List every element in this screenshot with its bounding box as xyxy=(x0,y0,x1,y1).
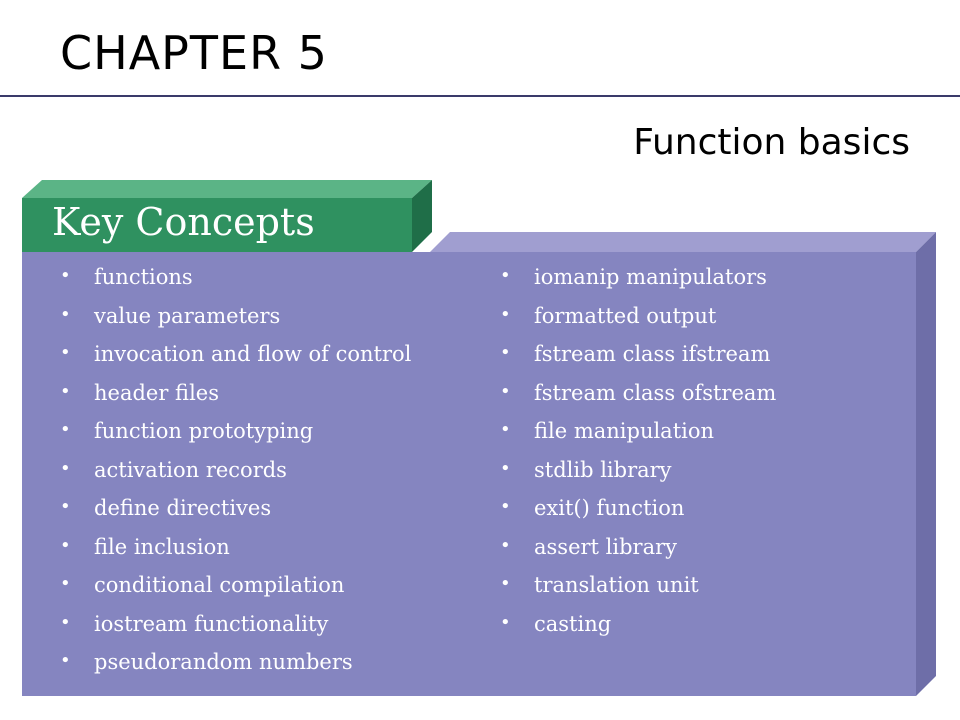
chapter-title: CHAPTER 5 xyxy=(60,26,328,80)
bullet-icon: • xyxy=(500,457,511,479)
concept-label: invocation and flow of control xyxy=(94,342,412,366)
bullet-icon: • xyxy=(60,650,71,671)
key-concepts-tab-label: Key Concepts xyxy=(52,200,315,244)
concept-item: • casting xyxy=(500,609,776,648)
concept-label: formatted output xyxy=(534,303,717,328)
right-concepts-list: • iomanip manipulators • formatted output • f… xyxy=(500,262,776,647)
concept-item: • value parameters xyxy=(60,301,411,340)
panel-side-bevel xyxy=(916,232,936,696)
slide-subtitle: Function basics xyxy=(633,122,910,163)
concept-label: header files xyxy=(94,380,219,405)
concept-label: casting xyxy=(534,611,612,636)
concept-item: • pseudorandom numbers xyxy=(60,647,411,686)
tab-top-bevel xyxy=(22,180,432,198)
tab-face xyxy=(22,198,412,252)
concept-label: define directives xyxy=(94,496,272,520)
concept-item: • formatted output xyxy=(500,301,776,340)
concept-item: • function prototyping xyxy=(60,416,411,455)
bullet-icon: • xyxy=(60,303,71,325)
concept-item: • translation unit xyxy=(500,570,776,609)
bullet-icon: • xyxy=(500,419,511,440)
concept-item: • exit() function xyxy=(500,493,776,532)
concept-item: • iomanip manipulators xyxy=(500,262,776,301)
bullet-icon: • xyxy=(60,611,71,633)
concept-label: iostream functionality xyxy=(94,611,329,636)
panel-face xyxy=(22,252,916,696)
concept-label: pseudorandom numbers xyxy=(94,650,353,674)
concept-label: conditional compilation xyxy=(94,573,345,597)
concept-label: value parameters xyxy=(94,303,281,328)
bullet-icon: • xyxy=(500,303,511,325)
bullet-icon: • xyxy=(60,457,71,479)
concept-item: • fstream class ifstream xyxy=(500,339,776,378)
concept-label: stdlib library xyxy=(534,457,672,482)
concept-item: • conditional compilation xyxy=(60,570,411,609)
concept-label: file manipulation xyxy=(534,419,715,443)
concept-item: • invocation and flow of control xyxy=(60,339,411,378)
concept-item: • assert library xyxy=(500,532,776,571)
concept-label: assert library xyxy=(534,534,677,559)
concept-label: file inclusion xyxy=(94,534,230,559)
concept-label: fstream class ifstream xyxy=(534,342,771,366)
bullet-icon: • xyxy=(500,611,511,633)
bullet-icon: • xyxy=(60,496,71,517)
concept-label: exit() function xyxy=(534,496,685,520)
bullet-icon: • xyxy=(500,534,511,556)
concept-item: • fstream class ofstream xyxy=(500,378,776,417)
panel-top-bevel xyxy=(22,232,936,252)
concept-item: • file inclusion xyxy=(60,532,411,571)
bullet-icon: • xyxy=(60,573,71,594)
bullet-icon: • xyxy=(60,534,71,556)
concept-item: • define directives xyxy=(60,493,411,532)
concept-item: • stdlib library xyxy=(500,455,776,494)
bullet-icon: • xyxy=(500,265,511,286)
bullet-icon: • xyxy=(60,342,71,363)
bullet-icon: • xyxy=(500,380,511,402)
concept-label: translation unit xyxy=(534,573,699,597)
bullet-icon: • xyxy=(500,573,511,594)
bullet-icon: • xyxy=(60,380,71,402)
left-concepts-list: • functions • value parameters • invocation a… xyxy=(60,262,411,686)
tab-side-bevel xyxy=(412,180,432,252)
bullet-icon: • xyxy=(500,342,511,363)
concept-label: activation records xyxy=(94,457,287,482)
concept-item: • header files xyxy=(60,378,411,417)
concept-item: • file manipulation xyxy=(500,416,776,455)
concept-item: • functions xyxy=(60,262,411,301)
concept-label: fstream class ofstream xyxy=(534,380,777,405)
bullet-icon: • xyxy=(60,419,71,440)
concept-item: • activation records xyxy=(60,455,411,494)
bullet-icon: • xyxy=(60,265,71,286)
concept-label: functions xyxy=(94,265,193,289)
title-divider xyxy=(0,95,960,97)
concept-label: function prototyping xyxy=(94,419,314,443)
concept-item: • iostream functionality xyxy=(60,609,411,648)
bullet-icon: • xyxy=(500,496,511,517)
concept-label: iomanip manipulators xyxy=(534,265,767,289)
